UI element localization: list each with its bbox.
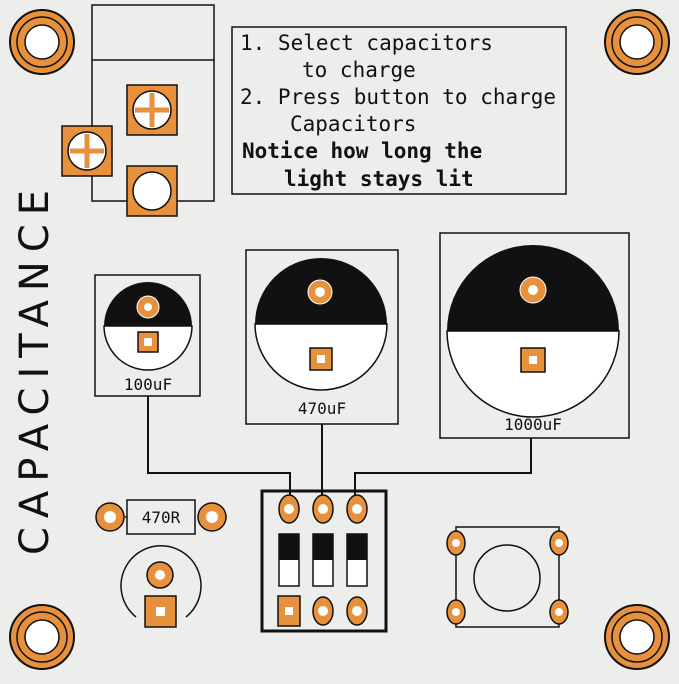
- instruction-line-5: Notice how long the: [242, 139, 482, 163]
- capacitor-100uf-label: 100uF: [124, 375, 172, 394]
- mounting-hole-icon: [9, 9, 75, 75]
- dip-switch[interactable]: [260, 489, 388, 633]
- instruction-box: [231, 26, 567, 195]
- mounting-hole-icon: [9, 604, 75, 670]
- capacitor-1000uf-footprint: [439, 232, 630, 439]
- trace: [147, 396, 291, 500]
- instruction-line-1: 1. Select capacitors: [240, 31, 493, 55]
- capacitor-1000uf-label: 1000uF: [504, 415, 562, 434]
- led-footprint: [120, 545, 202, 628]
- push-button[interactable]: [446, 526, 569, 628]
- resistor-label: 470R: [142, 508, 181, 527]
- resistor-footprint: [95, 499, 227, 535]
- instruction-line-4: Capacitors: [290, 112, 416, 136]
- instruction-line-3: 2. Press button to charge: [240, 85, 556, 109]
- instruction-line-2: to charge: [302, 58, 416, 82]
- potentiometer-footprint: [61, 4, 215, 217]
- instruction-line-6: light stays lit: [284, 167, 474, 191]
- trace: [354, 438, 532, 500]
- capacitor-470uf-footprint: [245, 249, 399, 425]
- mounting-hole-icon: [604, 9, 670, 75]
- mounting-hole-icon: [604, 604, 670, 670]
- capacitor-100uf-footprint: [94, 274, 201, 397]
- capacitor-470uf-label: 470uF: [298, 399, 346, 418]
- board-title: CAPACITANCE: [12, 181, 58, 555]
